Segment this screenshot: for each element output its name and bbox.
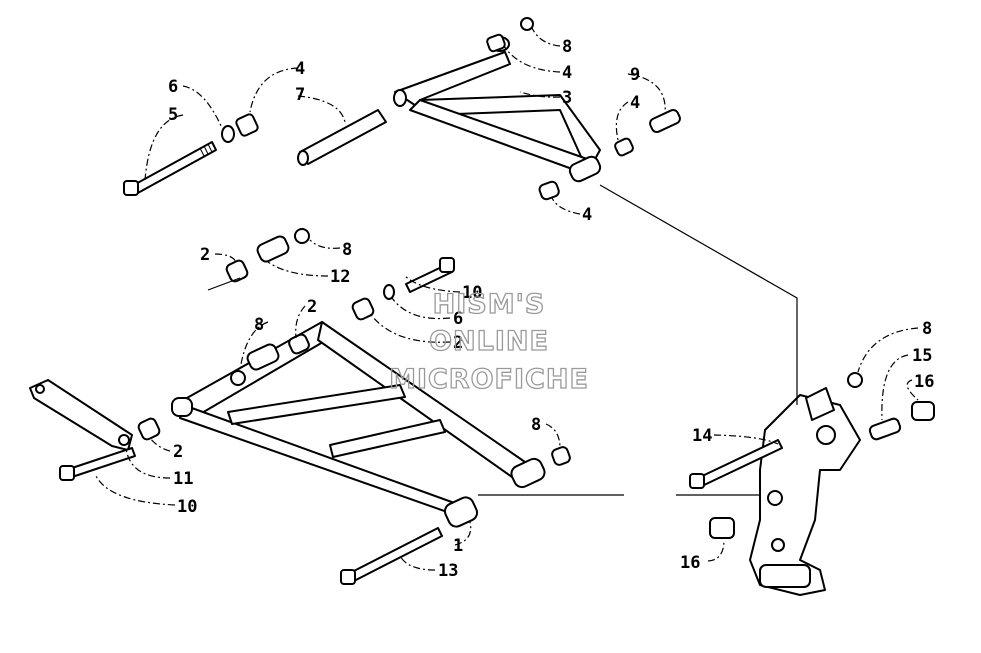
callout-4-upper-bottom: 4 — [582, 205, 592, 225]
upper-bushing-left — [235, 113, 259, 137]
callout-4-upper-right: 4 — [630, 93, 640, 113]
callout-3: 3 — [562, 88, 572, 108]
callout-16-top: 16 — [914, 372, 934, 392]
callout-6-lower: 6 — [453, 309, 463, 329]
callout-10-lower: 10 — [177, 497, 197, 517]
lower-bushing-2-right — [351, 284, 395, 321]
callout-2-lower-mid: 2 — [307, 297, 317, 317]
upper-pivot-tube — [297, 109, 387, 166]
callout-14: 14 — [692, 426, 712, 446]
spindle-bushing-16-bottom — [709, 517, 735, 539]
upper-bushing-bottom — [538, 180, 560, 201]
lower-link-bracket — [29, 379, 133, 451]
upper-a-arm — [393, 36, 602, 183]
callout-8-sleeve: 8 — [342, 240, 352, 260]
callout-4-upper-left: 4 — [295, 59, 305, 79]
watermark-line-2: ONLINE — [429, 326, 549, 357]
lower-bolt-10-left — [59, 447, 136, 481]
callout-2-lower-right: 2 — [453, 333, 463, 353]
callout-10-upper: 10 — [462, 283, 482, 303]
lower-bolt-13 — [340, 527, 443, 585]
callout-6-upper: 6 — [168, 77, 178, 97]
lower-nut-8-right — [551, 446, 571, 466]
callout-2-sleeve: 2 — [200, 245, 210, 265]
callout-7: 7 — [295, 85, 305, 105]
lower-bushing-2-left — [137, 417, 161, 441]
spindle-bushing-16-top — [911, 401, 935, 421]
callout-16-bottom: 16 — [680, 553, 700, 573]
callout-2-lower-left: 2 — [173, 442, 183, 462]
connector-12 — [207, 277, 241, 291]
upper-washer-6 — [221, 125, 235, 143]
lower-sleeve-12 — [225, 228, 310, 283]
callout-15: 15 — [912, 346, 932, 366]
spindle-knuckle — [749, 387, 861, 596]
lower-sleeve-8-left — [230, 333, 310, 386]
callout-8-upper: 8 — [562, 37, 572, 57]
callouts: 6 5 4 7 8 4 3 9 4 4 2 8 12 8 2 10 6 2 8 … — [168, 37, 934, 581]
callout-11: 11 — [173, 469, 193, 489]
callout-12: 12 — [330, 267, 350, 287]
upper-sleeve-9 — [614, 108, 681, 157]
spindle-bolt-14 — [689, 439, 783, 489]
upper-pivot-bolt — [123, 141, 217, 196]
spindle-sleeve-15 — [868, 417, 902, 441]
watermark: HISM'S ONLINE MICROFICHE — [388, 288, 589, 395]
callout-1: 1 — [453, 536, 463, 556]
callout-9: 9 — [630, 65, 640, 85]
callout-8-lower-right: 8 — [531, 415, 541, 435]
spindle-nut-8 — [847, 372, 863, 388]
callout-13: 13 — [438, 561, 458, 581]
callout-4-upper-top: 4 — [562, 63, 572, 83]
leader-lines — [95, 27, 919, 571]
callout-5: 5 — [168, 105, 178, 125]
watermark-line-1: HISM'S — [433, 289, 546, 320]
watermark-line-3: MICROFICHE — [389, 364, 589, 395]
lower-bolt-10-top — [405, 257, 455, 293]
callout-8-lower-left: 8 — [254, 315, 264, 335]
callout-8-spindle: 8 — [922, 319, 932, 339]
lower-a-arm — [171, 321, 546, 528]
upper-bushing-top — [486, 17, 534, 53]
connector-upper-to-spindle — [599, 184, 798, 405]
